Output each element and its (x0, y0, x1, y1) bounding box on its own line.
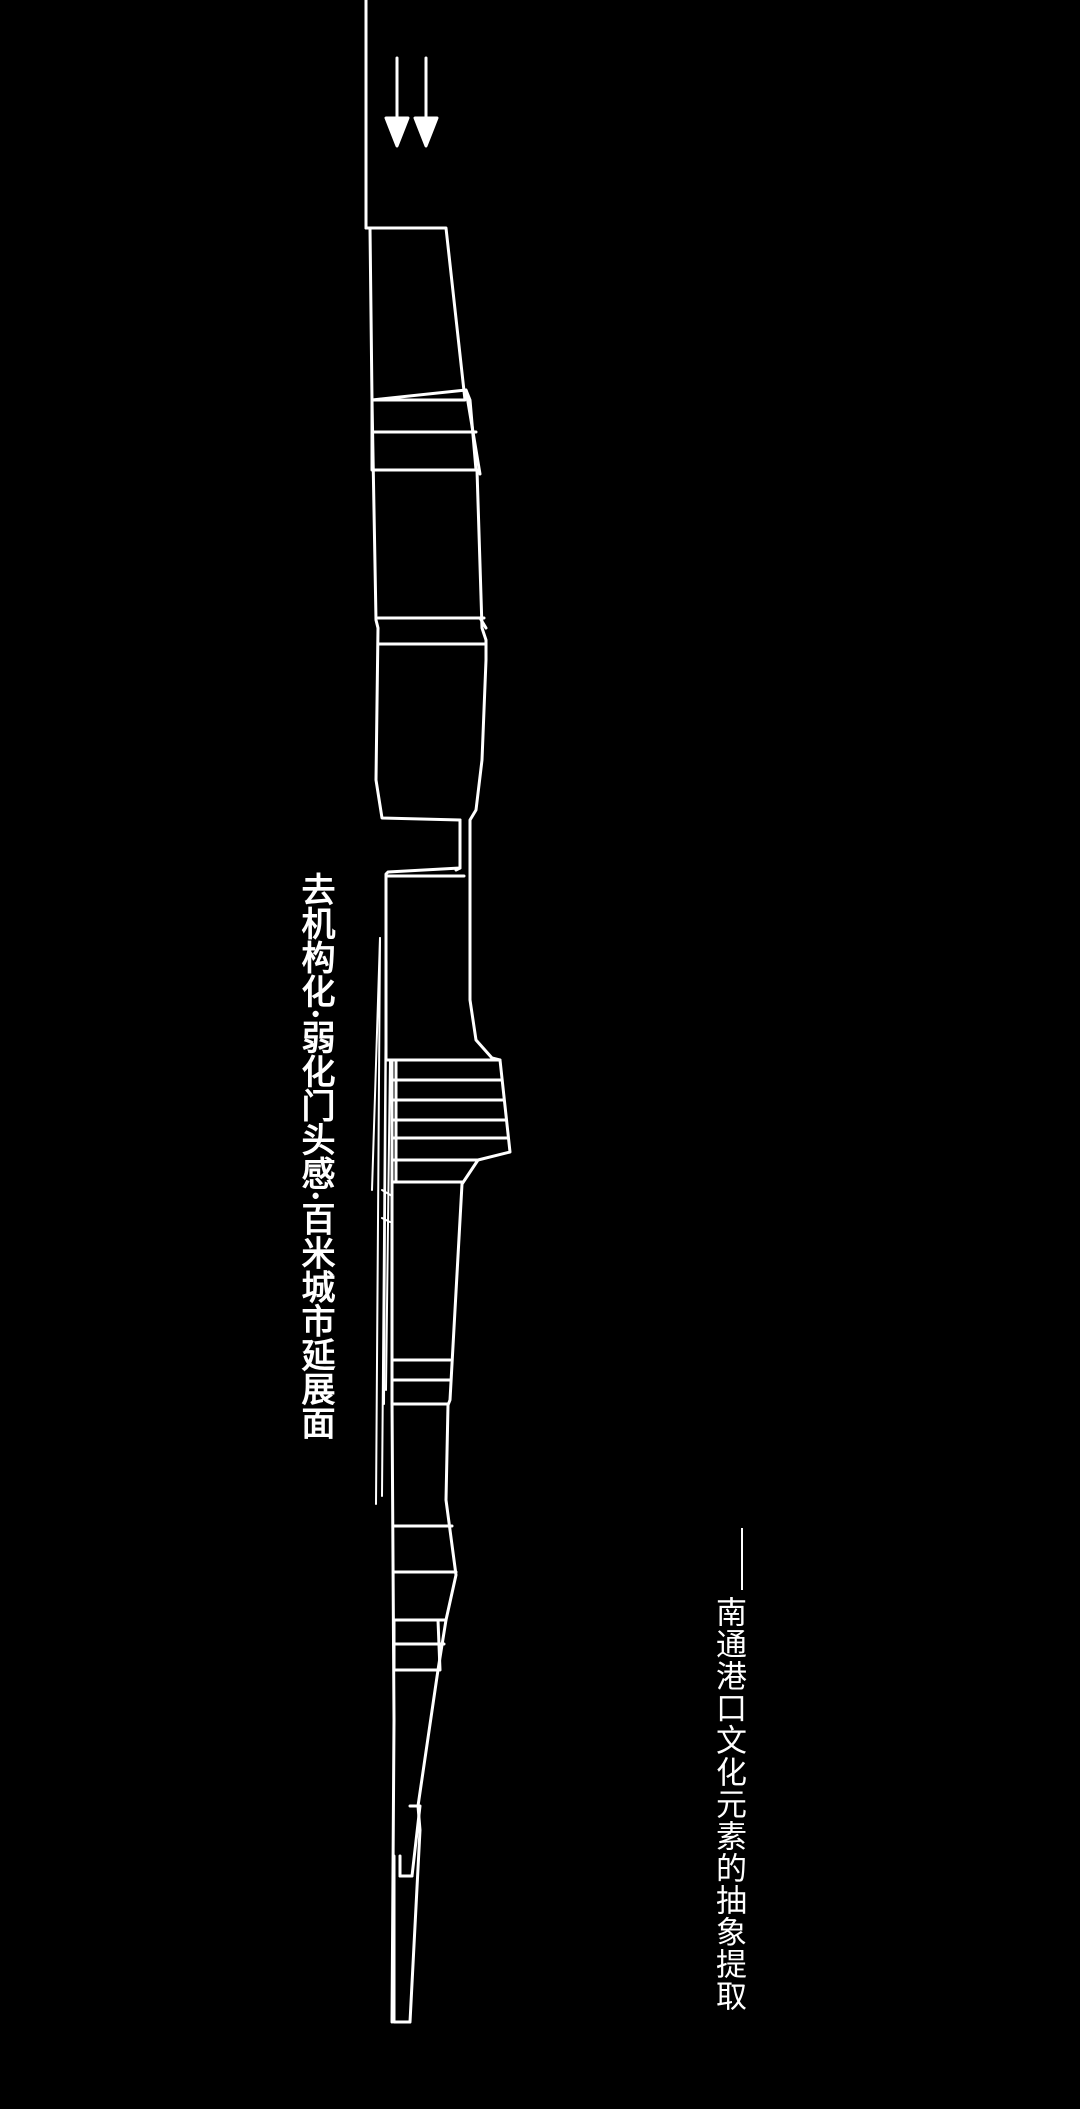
upper-bands (370, 388, 488, 646)
right-caption-group: 南通港口文化元素的抽象提取 (710, 1528, 746, 2012)
bottom-tail (398, 1804, 422, 1878)
central-slats (390, 1058, 510, 1184)
building-left-outline (370, 398, 462, 2024)
canopy-lines (371, 937, 393, 1505)
left-caption: 去机构化·弱化门头感·百米城市延展面 (295, 872, 335, 1440)
double-down-arrow-icon (384, 56, 439, 148)
lower-bands (390, 1358, 458, 1672)
ramp-section (386, 818, 466, 878)
right-caption: 南通港口文化元素的抽象提取 (710, 1596, 746, 2012)
caption-dash (741, 1528, 743, 1590)
building-outline (364, 226, 512, 2024)
